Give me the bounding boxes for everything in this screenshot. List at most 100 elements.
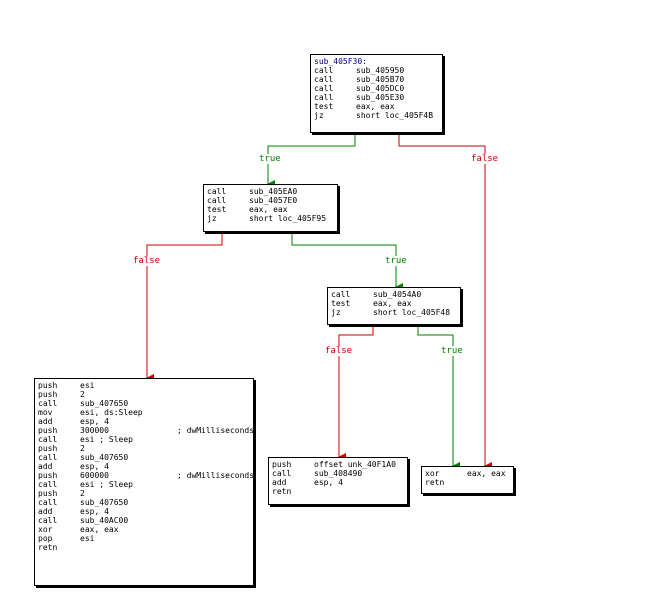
instruction-line: call sub_40AC00 bbox=[38, 516, 250, 525]
instruction-operands: eax, eax bbox=[80, 525, 119, 534]
instruction-mnemonic: push bbox=[272, 460, 292, 469]
instruction-line: push 2 bbox=[38, 390, 250, 399]
instruction-mnemonic: call bbox=[331, 290, 351, 299]
instruction-operands: sub_405950 bbox=[356, 66, 405, 75]
instruction-operands: 300000 bbox=[80, 426, 109, 435]
instruction-line: test eax, eax bbox=[331, 299, 457, 308]
instruction-operands: sub_405B70 bbox=[356, 75, 405, 84]
instruction-operands: eax, eax bbox=[467, 469, 506, 478]
instruction-line: call sub_405B70 bbox=[314, 75, 439, 84]
instruction-line: push offset unk_40F1A0 bbox=[272, 460, 404, 469]
instruction-operands: short loc_405F95 bbox=[249, 214, 327, 223]
instruction-mnemonic: call bbox=[314, 75, 334, 84]
instruction-operands: 2 bbox=[80, 390, 85, 399]
instruction-operands: sub_407650 bbox=[80, 453, 129, 462]
instruction-mnemonic: pop bbox=[38, 534, 53, 543]
instruction-mnemonic: call bbox=[207, 187, 227, 196]
instruction-mnemonic: call bbox=[38, 435, 58, 444]
edge-label-false: false bbox=[324, 346, 354, 356]
instruction-operands: sub_407650 bbox=[80, 399, 129, 408]
instruction-line: push 600000 ; dwMilliseconds bbox=[38, 471, 254, 480]
instruction-line: retn bbox=[425, 478, 510, 487]
instruction-operands: sub_405EA0 bbox=[249, 187, 298, 196]
instruction-mnemonic: add bbox=[38, 507, 53, 516]
instruction-mnemonic: push bbox=[38, 444, 58, 453]
instruction-operands: sub_407650 bbox=[80, 498, 129, 507]
instruction-operands: sub_4054A0 bbox=[373, 290, 422, 299]
instruction-mnemonic: call bbox=[38, 480, 58, 489]
edge-n2-n3-true bbox=[291, 233, 403, 291]
instruction-mnemonic: push bbox=[38, 471, 58, 480]
instruction-operands: 2 bbox=[80, 444, 85, 453]
edge-n3-n6-true bbox=[417, 325, 460, 470]
instruction-line: call sub_4054A0 bbox=[331, 290, 457, 299]
instruction-mnemonic: call bbox=[38, 453, 58, 462]
instruction-comment: ; dwMilliseconds bbox=[177, 471, 255, 480]
instruction-line: retn bbox=[38, 543, 250, 552]
instruction-operands: sub_40AC00 bbox=[80, 516, 129, 525]
instruction-line: call sub_407650 bbox=[38, 453, 250, 462]
instruction-operands: short loc_405F4B bbox=[356, 111, 434, 120]
instruction-mnemonic: retn bbox=[38, 543, 58, 552]
instruction-operands: sub_405DC0 bbox=[356, 84, 405, 93]
instruction-mnemonic: push bbox=[38, 426, 58, 435]
edge-label-true: true bbox=[258, 154, 282, 164]
edge-label-false: false bbox=[470, 154, 500, 164]
instruction-operands: sub_405E30 bbox=[356, 93, 405, 102]
instruction-mnemonic: test bbox=[207, 205, 227, 214]
instruction-operands: 600000 bbox=[80, 471, 109, 480]
instruction-operands: sub_4057E0 bbox=[249, 196, 298, 205]
instruction-operands: eax, eax bbox=[249, 205, 288, 214]
instruction-line: call sub_405950 bbox=[314, 66, 439, 75]
instruction-mnemonic: retn bbox=[425, 478, 445, 487]
instruction-mnemonic: call bbox=[314, 66, 334, 75]
instruction-line: xor eax, eax bbox=[38, 525, 250, 534]
instruction-mnemonic: call bbox=[272, 469, 292, 478]
instruction-operands: esi bbox=[80, 381, 95, 390]
instruction-mnemonic: push bbox=[38, 489, 58, 498]
instruction-mnemonic: add bbox=[38, 462, 53, 471]
instruction-mnemonic: xor bbox=[38, 525, 53, 534]
instruction-mnemonic: push bbox=[38, 390, 58, 399]
instruction-mnemonic: jz bbox=[331, 308, 341, 317]
instruction-operands: esi, ds:Sleep bbox=[80, 408, 143, 417]
instruction-line: call sub_405EA0 bbox=[207, 187, 334, 196]
instruction-mnemonic: call bbox=[314, 93, 334, 102]
edge-label-true: true bbox=[440, 346, 464, 356]
edge-label-false: false bbox=[132, 256, 162, 266]
instruction-operands: esi bbox=[80, 534, 95, 543]
instruction-operands: esp, 4 bbox=[314, 478, 343, 487]
instruction-mnemonic: test bbox=[314, 102, 334, 111]
instruction-operands: esp, 4 bbox=[80, 417, 109, 426]
code-block-6[interactable]: xor eax, eax retn bbox=[421, 466, 514, 494]
instruction-line: xor eax, eax bbox=[425, 469, 510, 478]
instruction-mnemonic: xor bbox=[425, 469, 440, 478]
instruction-operands: eax, eax bbox=[373, 299, 412, 308]
edge-n2-n4-false bbox=[146, 233, 223, 382]
edge-n3-n5-false bbox=[338, 325, 374, 461]
instruction-mnemonic: call bbox=[38, 516, 58, 525]
instruction-mnemonic: mov bbox=[38, 408, 53, 417]
instruction-mnemonic: call bbox=[207, 196, 227, 205]
instruction-mnemonic: add bbox=[38, 417, 53, 426]
instruction-mnemonic: test bbox=[331, 299, 351, 308]
instruction-line: add esp, 4 bbox=[38, 417, 250, 426]
instruction-operands: offset unk_40F1A0 bbox=[314, 460, 396, 469]
